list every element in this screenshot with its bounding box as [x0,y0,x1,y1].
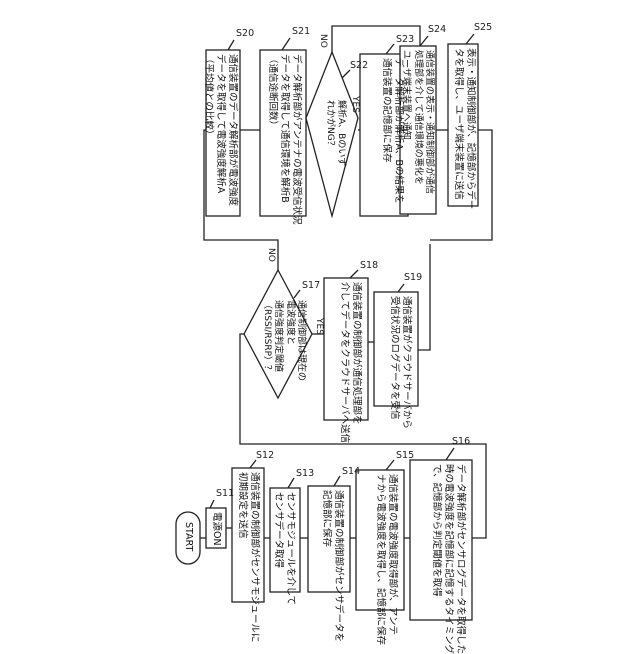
step-id-s13: S13 [296,468,314,479]
step-id-s16: S16 [452,436,470,447]
leader-s15 [386,460,394,470]
step-id-s15: S15 [396,450,414,461]
leader-s17 [294,290,300,298]
text-s19: 通信装置がクラウドサーバから 受信状況のログデータを受信 [388,296,412,429]
leader-s14 [334,476,340,486]
text-s20: 通信装置のデータ解析部が電波強度 データを取得して電波強度解析A （平均値との比… [202,54,238,206]
text-s25: 表示・通知制御部が、記憶部からデー タを取得し、ユーザ端末装置に送信 [452,48,476,209]
step-id-s20: S20 [236,28,254,39]
step-id-s17: S17 [302,280,320,291]
leader-s19 [398,284,404,292]
text-s17: 通信制御部は現在の 電波強度と 通信強度判定閾値 （RSSI/RSRP）？ [261,300,306,381]
leader-s24 [420,36,428,46]
text-s13: センサモジュールを介して センサデータ取得 [272,492,296,605]
text-s22: 解析A、Bのいず れかがNG？ [324,100,347,166]
yes-label-s22: YES [350,96,360,113]
text-s14: 通信装置の制御部がセンサデータを 記憶部に保存 [320,490,344,642]
leader-s13 [288,478,294,488]
text-s21: データ解析部がアンテナの電波受信状況 データを取得して通信環境を解析B （通信途… [266,54,302,225]
text-s18: 通信装置の制御部が通信処理部を 介してデータをクラウドサーバへ送信 [338,282,362,443]
step-id-s24: S24 [428,24,446,35]
text-s15: 通信装置の電波強度取得部が、アンテ ナから電波強度を取得し、記憶部に保存 [374,474,398,645]
leader-s22 [342,70,350,78]
step-id-s11: S11 [216,488,234,499]
leader-s12 [250,460,256,468]
step-id-s23: S23 [396,34,414,45]
leader-s20 [228,40,234,50]
text-s12: 通信装置の制御部がセンサモジュールに 初期設定を送信 [236,472,260,642]
leader-s25 [466,34,474,44]
leader-s21 [282,38,290,50]
connector-s19-return [418,244,430,350]
yes-label-s17: YES [314,318,324,335]
step-id-s14: S14 [342,466,360,477]
leader-s23 [386,44,394,54]
text-s16: データ解析部がセンサログデータを取得した 時の電波強度を記憶部に記憶するタイミン… [430,464,466,654]
text-s24: 通信装置の表示・通知制御部が通信 処理部を介して通信環境の悪化を ユーザ端末装置… [400,50,434,194]
leader-s11 [210,500,214,508]
no-label-s17: NO [266,248,276,262]
step-id-s22: S22 [350,60,368,71]
step-id-s19: S19 [404,272,422,283]
no-label-s22: NO [318,34,328,48]
step-id-s25: S25 [474,22,492,33]
text-s11: 電源ON [210,512,222,546]
step-id-s21: S21 [292,26,310,37]
step-id-s12: S12 [256,450,274,461]
leader-s16 [446,448,454,460]
leader-s18 [350,270,358,278]
start-label: START [182,522,194,551]
step-id-s18: S18 [360,260,378,271]
